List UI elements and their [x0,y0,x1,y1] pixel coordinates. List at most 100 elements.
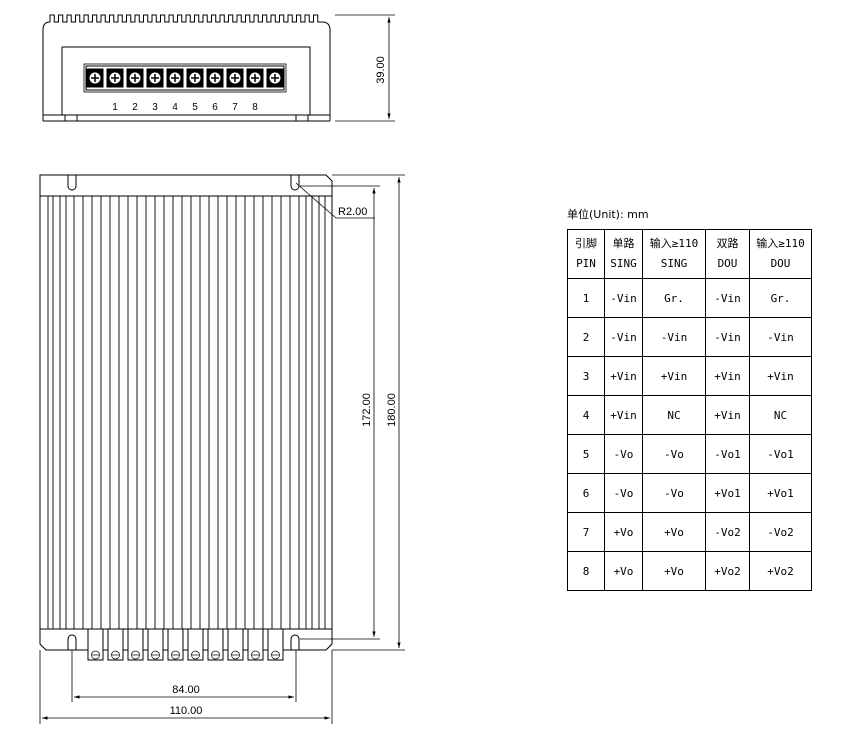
table-cell: 3 [567,356,605,396]
terminal-number: 2 [132,102,138,113]
table-cell: +Vo1 [749,473,812,513]
header-cn: 单路 [612,237,635,250]
screw-head-icon [91,650,100,660]
pin-span-dimension [71,650,297,702]
top-view [39,174,333,661]
table-cell: +Vin [705,395,750,435]
housing-outline [39,174,333,651]
outer-length-dimension [332,174,405,651]
table-row: 2 -Vin -Vin -Vin -Vin [567,317,812,357]
dimension-label-total-width: 110.00 [170,705,203,717]
dimension-label-inner-length: 172.00 [361,393,373,427]
header-single-110: 输入≥110 SING [642,229,706,279]
terminal-post [87,628,104,661]
table-row: 8 +Vo +Vo +Vo2 +Vo2 [567,551,812,591]
table-cell: 4 [567,395,605,435]
table-cell: 7 [567,512,605,552]
terminal-screws [87,628,284,661]
header-en: PIN [576,257,596,270]
terminal-number: 7 [232,102,238,113]
table-cell: +Vo [642,551,706,591]
table-cell: Gr. [749,278,812,318]
table-cell: NC [642,395,706,435]
heatsink-fins [47,196,326,629]
table-cell: 8 [567,551,605,591]
table-cell: -Vin [604,278,643,318]
mounting-slot [67,634,77,650]
table-row: 5 -Vo -Vo -Vo1 -Vo1 [567,434,812,474]
header-cn: 引脚 [575,237,597,250]
terminal-number: 4 [172,102,178,113]
table-cell: -Vo2 [705,512,750,552]
table-cell: NC [749,395,812,435]
screw-head-icon [151,650,160,660]
table-cell: -Vo1 [749,434,812,474]
dimension-label-height: 39.00 [375,56,387,84]
table-row: 3 +Vin +Vin +Vin +Vin [567,356,812,396]
header-pin: 引脚 PIN [567,229,605,279]
terminal-post [127,628,144,661]
table-cell: -Vin [749,317,812,357]
total-width-dimension [39,650,333,724]
screw-head-icon [271,650,280,660]
table-cell: -Vo [604,473,643,513]
terminal-block [83,63,287,93]
screw-head-icon [251,650,260,660]
screw-head-icon [171,650,180,660]
table-cell: +Vo [604,551,643,591]
mounting-slot [290,634,300,650]
mounting-slot [67,175,77,191]
header-en: DOU [717,257,738,270]
table-cell: +Vin [705,356,750,396]
table-row: 6 -Vo -Vo +Vo1 +Vo1 [567,473,812,513]
header-cn: 输入≥110 [649,237,699,250]
table-cell: -Vo [642,473,706,513]
terminal-number: 5 [192,102,198,113]
header-dual: 双路 DOU [705,229,750,279]
table-row: 1 -Vin Gr. -Vin Gr. [567,278,812,318]
table-cell: -Vin [705,278,750,318]
table-header-row: 引脚 PIN 单路 SING 输入≥110 SING 双路 DOU 输入≥110… [567,229,812,279]
table-cell: +Vin [749,356,812,396]
terminal-number: 3 [152,102,158,113]
dimension-label-pin-span: 84.00 [172,684,200,696]
header-cn: 双路 [716,237,739,250]
screw-head-icon [211,650,220,660]
terminal-post [167,628,184,661]
terminal-number-labels: 1 2 3 4 5 6 7 8 [112,102,258,113]
header-cn: 输入≥110 [756,237,805,250]
table-cell: 6 [567,473,605,513]
unit-caption: 单位(Unit): mm [567,208,649,221]
table-cell: +Vo [642,512,706,552]
pin-assignment-table: 引脚 PIN 单路 SING 输入≥110 SING 双路 DOU 输入≥110… [567,229,812,591]
table-cell: +Vin [604,356,643,396]
table-row: 4 +Vin NC +Vin NC [567,395,812,435]
screw-head-icon [191,650,200,660]
table-cell: +Vin [642,356,706,396]
table-cell: +Vo [604,512,643,552]
table-cell: -Vin [642,317,706,357]
table-cell: +Vo1 [705,473,750,513]
front-view [42,14,331,122]
terminal-frame [83,63,287,93]
table-cell: 5 [567,434,605,474]
screw-head-icon [111,650,120,660]
table-cell: -Vo2 [749,512,812,552]
table-cell: -Vo1 [705,434,750,474]
terminal-post [247,628,264,661]
header-en: SING [660,257,688,270]
height-dimension [335,14,395,122]
table-cell: 2 [567,317,605,357]
terminal-post [227,628,244,661]
terminal-number: 8 [252,102,258,113]
header-en: DOU [770,257,791,270]
front-panel [61,46,311,116]
heatsink-fin-profile [42,14,331,115]
table-cell: -Vin [604,317,643,357]
terminal-number: 6 [212,102,218,113]
header-single: 单路 SING [604,229,643,279]
table-cell: -Vo [642,434,706,474]
radius-callout [295,182,375,219]
table-row: 7 +Vo +Vo -Vo2 -Vo2 [567,512,812,552]
